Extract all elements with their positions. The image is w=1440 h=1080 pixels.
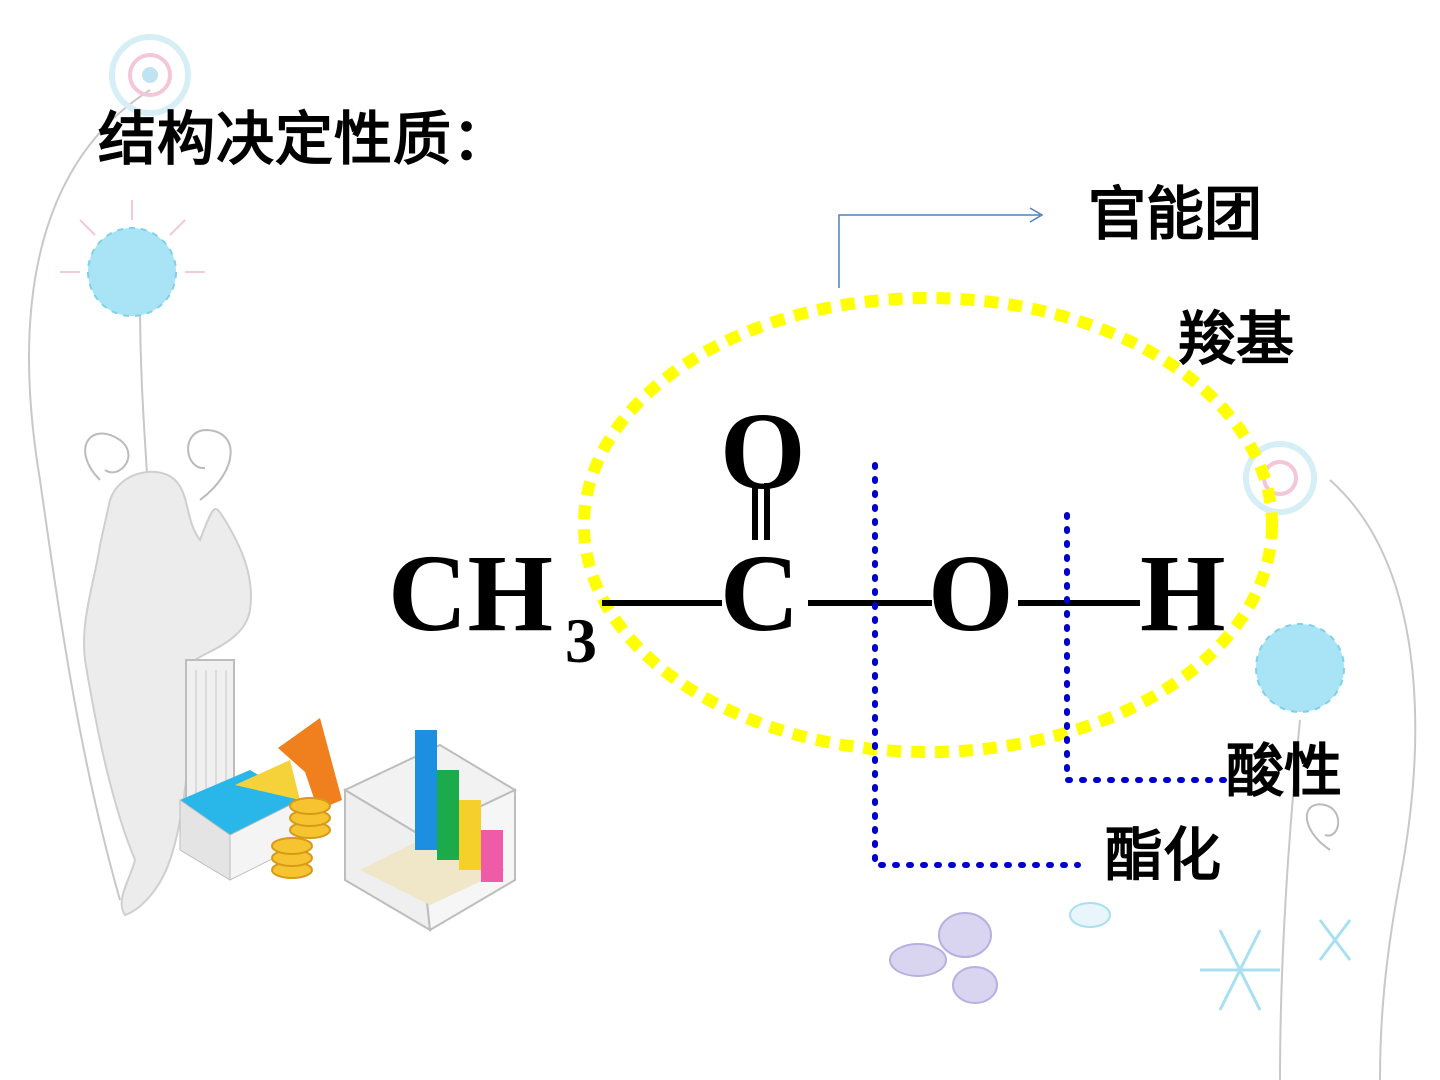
acidity-cleavage-line bbox=[1064, 512, 1238, 783]
esterification-cleavage-line bbox=[872, 462, 1081, 868]
bar-chart-box-icon bbox=[342, 730, 518, 932]
functional-group-pointer-arrow bbox=[838, 207, 1044, 288]
bond-lines bbox=[602, 483, 1140, 606]
hydroxyl-oxygen-label: O bbox=[928, 532, 1014, 654]
coin-stack-icon bbox=[271, 797, 331, 879]
carboxyl-highlight-ellipse bbox=[578, 292, 1278, 758]
trend-arrow-icon bbox=[179, 718, 342, 881]
functional-group-label: 官能团 bbox=[1088, 180, 1263, 248]
blue-flower-icon bbox=[60, 200, 1345, 713]
methyl-ch-label: CH bbox=[388, 532, 553, 654]
page-title: 结构决定性质： bbox=[98, 105, 512, 173]
butterfly-icon bbox=[889, 902, 1111, 1004]
flower-vine-decoration bbox=[28, 34, 232, 901]
hydrogen-label: H bbox=[1140, 532, 1226, 654]
cleavage-lines bbox=[872, 462, 1238, 868]
esterification-label: 酯化 bbox=[1105, 821, 1222, 889]
methyl-subscript-3: 3 bbox=[565, 605, 597, 676]
carboxyl-label: 羧基 bbox=[1178, 305, 1295, 373]
carbonyl-oxygen-label: O bbox=[720, 390, 806, 512]
snowflake-icon bbox=[1200, 919, 1352, 1011]
carbon-label: C bbox=[720, 532, 799, 654]
acidity-label: 酸性 bbox=[1226, 737, 1343, 805]
